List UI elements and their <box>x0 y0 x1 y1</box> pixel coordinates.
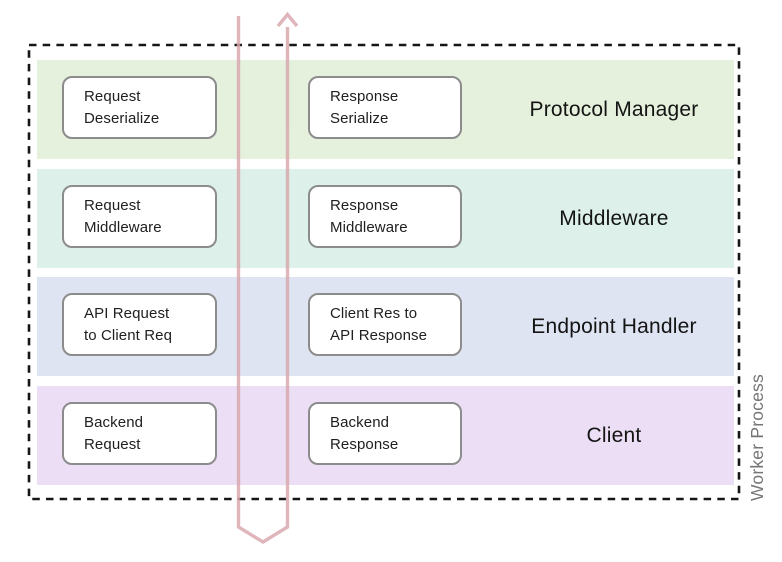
layer-band-client: Backend Request Backend Response Client <box>37 386 734 485</box>
step-box-request-deserialize: Request Deserialize <box>62 76 217 139</box>
step-box-label: Response Middleware <box>330 197 408 236</box>
layer-label-client: Client <box>586 423 642 447</box>
step-box-request-middleware: Request Middleware <box>62 185 217 248</box>
layer-label-middleware: Middleware <box>559 206 669 230</box>
worker-process-label: Worker Process <box>747 374 767 501</box>
up-arrowhead-icon <box>276 11 299 28</box>
step-box-response-middleware: Response Middleware <box>308 185 462 248</box>
step-box-label: Response Serialize <box>330 88 399 127</box>
step-box-label: Client Res to API Response <box>330 305 428 344</box>
step-box-response-serialize: Response Serialize <box>308 76 462 139</box>
step-box-label: Request Middleware <box>84 197 162 236</box>
layer-band-protocol-manager: Request Deserialize Response Serialize P… <box>37 60 734 159</box>
layer-label-protocol-manager: Protocol Manager <box>529 97 699 121</box>
step-box-backend-request: Backend Request <box>62 402 217 465</box>
layer-label-endpoint-handler: Endpoint Handler <box>531 314 697 338</box>
step-box-label: Backend Response <box>330 414 399 453</box>
step-box-backend-response: Backend Response <box>308 402 462 465</box>
layer-band-endpoint-handler: API Request to Client Req Client Res to … <box>37 277 734 376</box>
layer-band-middleware: Request Middleware Response Middleware M… <box>37 169 734 268</box>
step-box-label: API Request to Client Req <box>84 305 173 344</box>
step-box-api-request-to-client-req: API Request to Client Req <box>62 293 217 356</box>
step-box-client-res-to-api-response: Client Res to API Response <box>308 293 462 356</box>
step-box-label: Backend Request <box>84 414 144 453</box>
step-box-label: Request Deserialize <box>84 88 160 127</box>
